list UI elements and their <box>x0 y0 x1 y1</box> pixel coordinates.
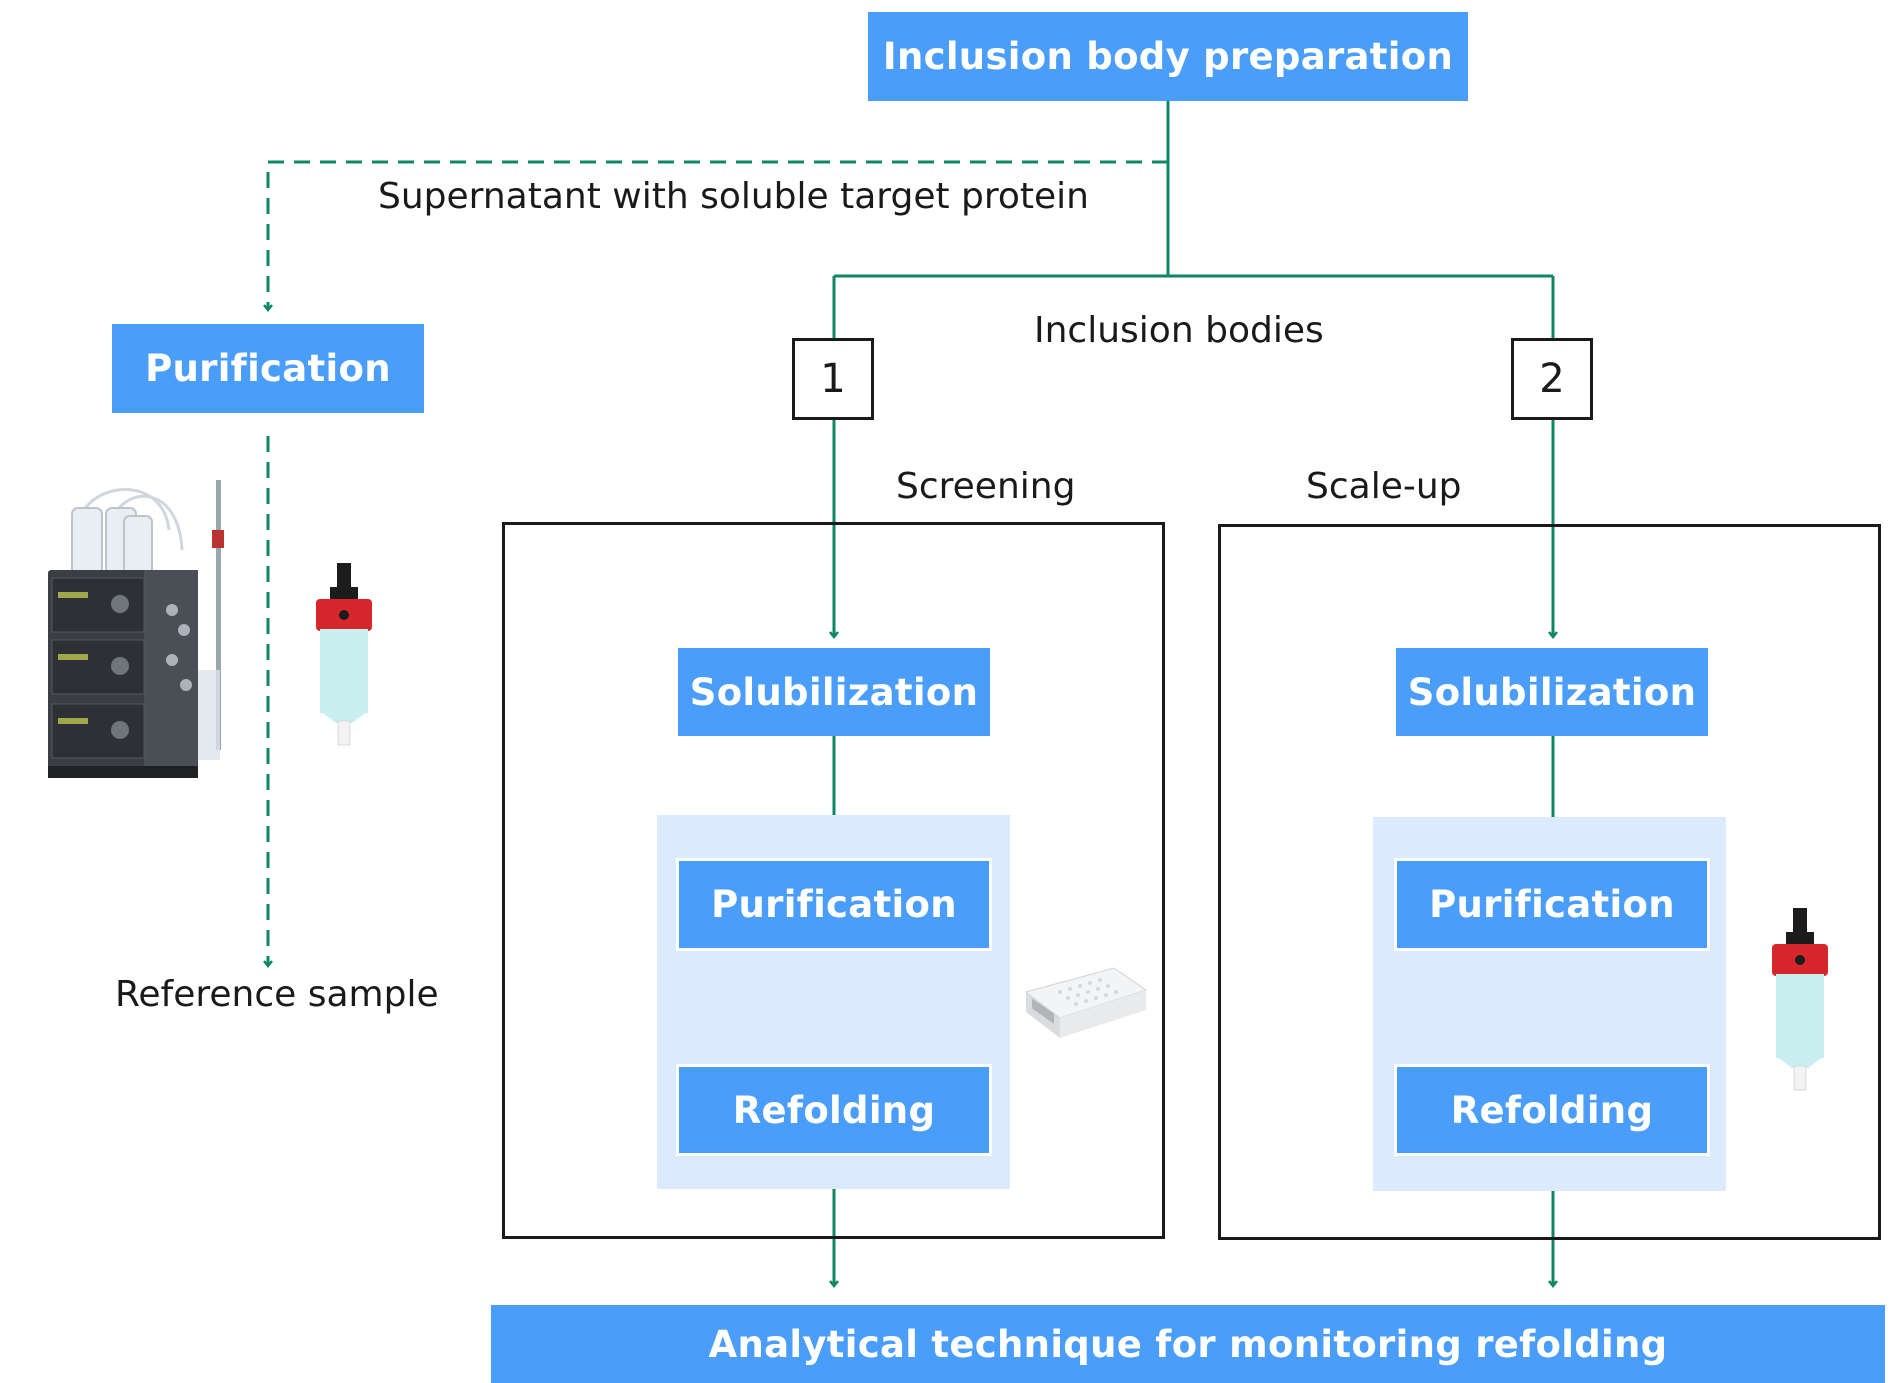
inclusion-body-preparation-box: Inclusion body preparation <box>868 12 1468 101</box>
scaleup-solubilization-box: Solubilization <box>1396 648 1708 736</box>
screening-label: Screening <box>896 466 1076 507</box>
inclusion-bodies-label: Inclusion bodies <box>1034 310 1324 351</box>
left-purification-box: Purification <box>112 324 424 413</box>
step-2-box: 2 <box>1511 338 1593 420</box>
filter-plate-image <box>1024 967 1148 1038</box>
prepacked-column-image-right <box>1772 908 1828 1091</box>
supernatant-dashed-line <box>263 160 1168 313</box>
reference-sample-label: Reference sample <box>115 974 439 1015</box>
prepacked-column-image-left <box>316 563 372 746</box>
chromatography-system-image <box>48 480 224 778</box>
scaleup-frame <box>1218 524 1881 1240</box>
supernatant-label: Supernatant with soluble target protein <box>378 176 1089 217</box>
screening-refolding-box: Refolding <box>676 1064 992 1156</box>
screening-frame <box>502 522 1165 1239</box>
screening-purification-box: Purification <box>676 858 992 951</box>
analytical-technique-box: Analytical technique for monitoring refo… <box>491 1305 1885 1383</box>
screening-solubilization-box: Solubilization <box>678 648 990 736</box>
step-1-box: 1 <box>792 338 874 420</box>
scaleup-purification-box: Purification <box>1394 858 1710 951</box>
scaleup-refolding-box: Refolding <box>1394 1064 1710 1156</box>
scale-up-label: Scale-up <box>1306 466 1462 507</box>
